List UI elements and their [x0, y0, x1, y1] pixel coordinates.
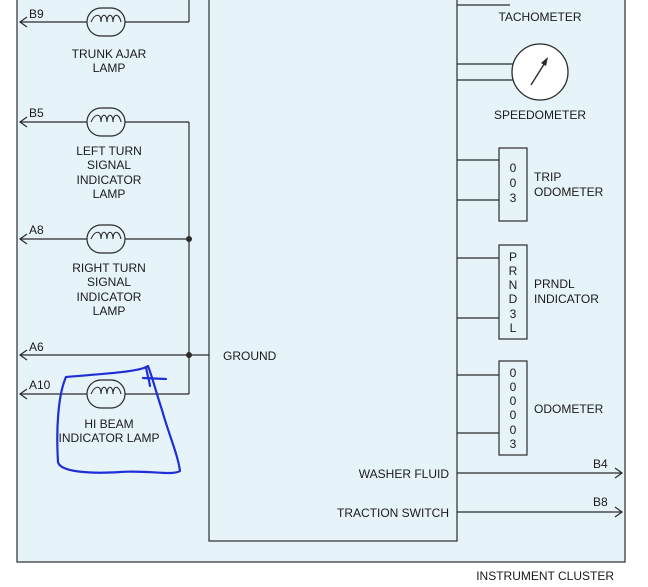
hi-beam-label-2: INDICATOR LAMP: [59, 431, 160, 445]
ground-bus: A6 GROUND: [18, 122, 277, 394]
connector-a6-label: A6: [29, 340, 44, 354]
connector-a8-label: A8: [29, 223, 44, 237]
left-turn-label-4: LAMP: [93, 187, 126, 201]
hi-beam-circuit: A10 HI BEAM INDICATOR LAMP: [18, 378, 189, 445]
right-turn-label-4: LAMP: [93, 304, 126, 318]
tachometer-label: TACHOMETER: [498, 10, 581, 24]
trip-odometer: 0 0 3 TRIP ODOMETER: [457, 147, 604, 222]
traction-switch-circuit: TRACTION SWITCH B8: [337, 495, 624, 520]
prndl-letter: R: [509, 264, 518, 278]
prndl-letter: N: [509, 278, 518, 292]
odometer-digit: 0: [510, 408, 517, 422]
tachometer: TACHOMETER: [457, 4, 582, 24]
odometer-digit: 0: [510, 380, 517, 394]
odometer-digit: 0: [510, 423, 517, 437]
prndl-letter: 3: [510, 307, 517, 321]
hi-beam-label-1: HI BEAM: [84, 417, 133, 431]
central-module: [208, 0, 458, 542]
trunk-ajar-label-1: TRUNK AJAR: [72, 47, 147, 61]
connector-b9-label: B9: [29, 7, 44, 21]
trip-digit: 0: [510, 161, 517, 175]
speedometer: SPEEDOMETER: [457, 43, 586, 122]
trunk-ajar-circuit: B9 TRUNK AJAR LAMP: [18, 0, 190, 75]
trip-odometer-label-1: TRIP: [534, 170, 561, 184]
right-turn-circuit: A8 RIGHT TURN SIGNAL INDICATOR LAMP: [18, 223, 189, 318]
hi-beam-lamp-icon: [86, 379, 126, 409]
right-turn-label-2: SIGNAL: [87, 275, 131, 289]
odometer-label: ODOMETER: [534, 402, 604, 416]
connector-a10-label: A10: [29, 378, 51, 392]
connector-b5-label: B5: [29, 106, 44, 120]
trunk-ajar-label-2: LAMP: [93, 61, 126, 75]
left-turn-lamp-icon: [86, 107, 126, 137]
trip-digit: 3: [510, 191, 517, 205]
odometer-digit: 3: [510, 437, 517, 451]
left-turn-label-3: INDICATOR: [77, 173, 142, 187]
prndl-label-2: INDICATOR: [534, 292, 599, 306]
prndl-letter: D: [509, 292, 518, 306]
traction-switch-label: TRACTION SWITCH: [337, 506, 449, 520]
prndl-letter: P: [509, 250, 517, 264]
right-turn-label-3: INDICATOR: [77, 290, 142, 304]
cluster-title: INSTRUMENT CLUSTER: [476, 569, 614, 583]
washer-fluid-circuit: WASHER FLUID B4: [359, 457, 624, 481]
prndl-letter: L: [510, 321, 517, 335]
prndl-indicator: P R N D 3 L PRNDL INDICATOR: [457, 244, 599, 340]
annotation-circle: [56, 364, 182, 475]
left-turn-label-2: SIGNAL: [87, 158, 131, 172]
prndl-label-1: PRNDL: [534, 277, 575, 291]
connector-b8-label: B8: [593, 495, 608, 509]
odometer-digit: 0: [510, 366, 517, 380]
ground-label: GROUND: [223, 349, 277, 363]
odometer-display: [498, 360, 528, 456]
odometer-digit: 0: [510, 394, 517, 408]
junction-dot-upper: [186, 236, 192, 242]
speedometer-dial-icon: [511, 43, 569, 101]
right-turn-lamp-icon: [86, 224, 126, 254]
annotation-tick-bar: [141, 376, 168, 381]
trip-odometer-display: [498, 147, 528, 222]
left-turn-label-1: LEFT TURN: [76, 144, 142, 158]
right-turn-label-1: RIGHT TURN: [72, 261, 146, 275]
prndl-display: [498, 244, 528, 340]
trip-digit: 0: [510, 176, 517, 190]
left-turn-circuit: B5 LEFT TURN SIGNAL INDICATOR LAMP: [18, 106, 189, 201]
handwritten-annotation: [56, 364, 182, 475]
odometer: 0 0 0 0 0 3 ODOMETER: [457, 360, 604, 456]
trunk-ajar-lamp-icon: [86, 7, 126, 37]
speedometer-label: SPEEDOMETER: [494, 108, 586, 122]
trip-odometer-label-2: ODOMETER: [534, 185, 604, 199]
connector-b4-label: B4: [593, 457, 608, 471]
washer-fluid-label: WASHER FLUID: [359, 467, 450, 481]
annotation-tick-stem: [144, 365, 152, 388]
